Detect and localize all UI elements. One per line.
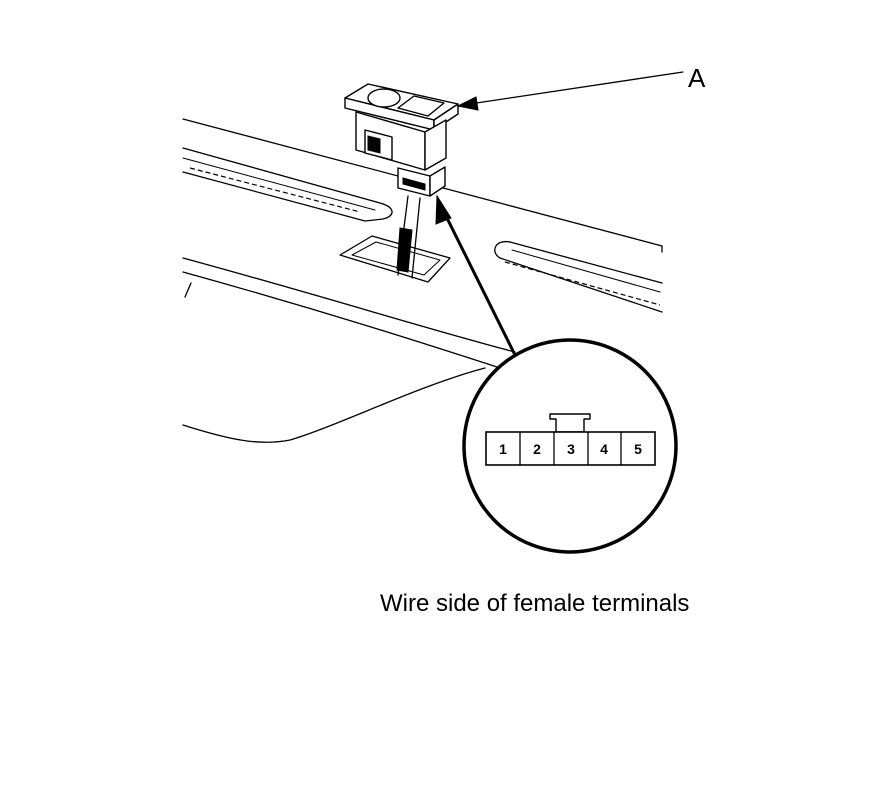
callout-a: A — [456, 63, 706, 111]
detail-pointer-arrow — [435, 194, 517, 357]
pin-3-label: 3 — [567, 441, 575, 457]
pin-4-label: 4 — [600, 441, 608, 457]
callout-a-label: A — [688, 63, 706, 93]
left-air-vent — [182, 147, 393, 222]
connector-detail-circle: 1 2 3 4 5 — [462, 338, 678, 554]
connector-caption: Wire side of female terminals — [380, 590, 690, 617]
mounting-opening — [339, 235, 451, 283]
pin-2-label: 2 — [533, 441, 541, 457]
connector-face — [485, 431, 656, 466]
pin-1-label: 1 — [499, 441, 507, 457]
pin-5-label: 5 — [634, 441, 642, 457]
right-air-vent — [494, 240, 663, 313]
switch-assembly — [344, 83, 459, 197]
wire-harness — [396, 195, 421, 279]
